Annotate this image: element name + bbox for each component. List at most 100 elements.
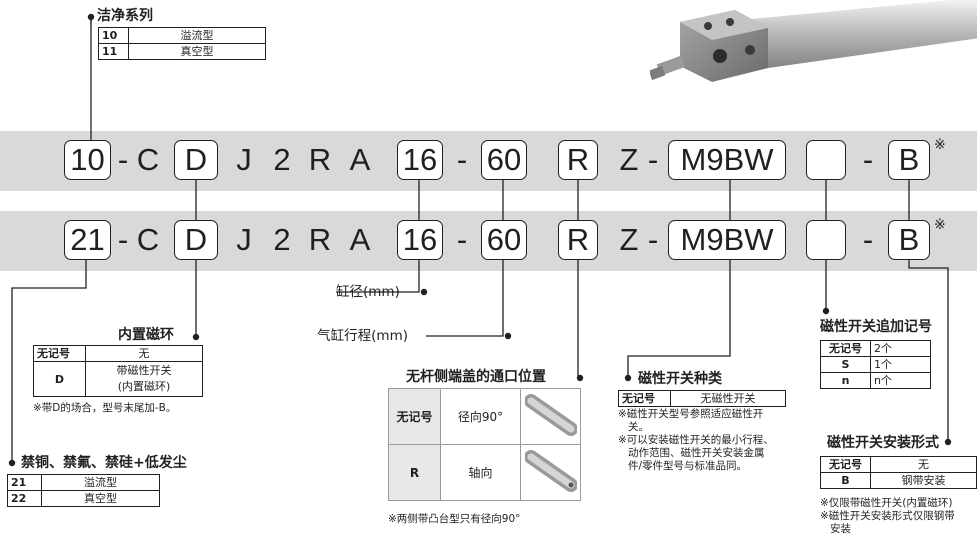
table-row: 11 真空型 xyxy=(98,43,266,60)
table-row: 无记号 无 xyxy=(33,345,203,362)
note-mark: ※ xyxy=(934,137,946,153)
desc-cell: 真空型 xyxy=(128,43,266,60)
desc-cell: 2个 xyxy=(870,340,931,357)
code-cell: 无记号 xyxy=(33,345,86,362)
mount-code-box: B xyxy=(888,220,930,260)
bore-size-box: 16 xyxy=(397,140,443,180)
note-mark: ※ xyxy=(934,217,946,233)
code-cell: D xyxy=(33,361,86,397)
stroke-box: 60 xyxy=(481,220,527,260)
note-line: 件/零件型号与标准品同。 xyxy=(628,460,748,472)
magnet-note: ※带D的场合，型号末尾加-B。 xyxy=(33,402,177,414)
note-line: ※磁性开关型号参照适应磁性开 xyxy=(618,408,764,420)
series-letter-c: C xyxy=(136,222,160,257)
desc-line: (内置磁环) xyxy=(117,380,171,393)
switch-count-table: 无记号 2个 S 1个 n n个 xyxy=(820,340,931,389)
switch-type-table: 无记号 无磁性开关 xyxy=(618,390,786,407)
table-row: 无记号 2个 xyxy=(820,340,931,357)
series-letter-a: A xyxy=(349,142,371,177)
port-position-note: ※两侧带凸台型只有径向90° xyxy=(388,513,521,525)
dash: - xyxy=(647,142,659,177)
bore-label: 缸径(mm) xyxy=(336,284,400,300)
note-line: 动作范围、磁性开关安装金属 xyxy=(628,447,765,459)
desc-cell: 1个 xyxy=(870,356,931,373)
code-cell: n xyxy=(820,372,871,389)
note-line: ※磁性开关安装形式仅限钢带 xyxy=(820,510,955,522)
dash: - xyxy=(117,142,129,177)
code-cell: 11 xyxy=(98,43,129,60)
series-letter-r: R xyxy=(308,142,332,177)
port-position-box: R xyxy=(558,140,598,180)
desc-cell: 带磁性开关 (内置磁环) xyxy=(85,361,203,397)
code-cell: 无记号 xyxy=(388,388,441,445)
desc-cell: n个 xyxy=(870,372,931,389)
desc-cell: 轴向 xyxy=(440,444,521,501)
series-letter-r: R xyxy=(308,222,332,257)
prohibited-code-box: 21 xyxy=(64,220,111,260)
desc-cell: 无 xyxy=(870,456,977,473)
magnet-table: 无记号 无 D 带磁性开关 (内置磁环) xyxy=(33,345,203,397)
table-row: n n个 xyxy=(820,372,931,389)
table-row: B 钢带安装 xyxy=(820,472,977,489)
prohibited-table: 21 溢流型 22 真空型 xyxy=(7,474,160,507)
dash: - xyxy=(117,222,129,257)
note-line: ※可以安装磁性开关的最小行程、 xyxy=(618,434,774,446)
dash: - xyxy=(456,222,468,257)
note-line: 关。 xyxy=(628,421,649,433)
code-cell: 无记号 xyxy=(618,390,671,407)
desc-cell: 无 xyxy=(85,345,203,362)
series-letter-c: C xyxy=(136,142,160,177)
switch-type-box: M9BW xyxy=(668,140,786,180)
table-row: 无记号 无 xyxy=(820,456,977,473)
series-letter-z: Z xyxy=(619,142,639,177)
desc-cell: 无磁性开关 xyxy=(670,390,786,407)
switch-count-title: 磁性开关追加记号 xyxy=(820,319,932,335)
series-letter-z: Z xyxy=(619,222,639,257)
code-cell: B xyxy=(820,472,871,489)
switch-type-notes: ※磁性开关型号参照适应磁性开 关。 ※可以安装磁性开关的最小行程、 动作范围、磁… xyxy=(618,408,798,473)
mount-title: 磁性开关安装形式 xyxy=(827,435,939,451)
switch-type-title: 磁性开关种类 xyxy=(638,371,722,387)
desc-cell: 溢流型 xyxy=(128,27,266,44)
magnet-code-box: D xyxy=(174,220,218,260)
code-cell: R xyxy=(388,444,441,501)
code-cell: 10 xyxy=(98,27,129,44)
series-digit-2: 2 xyxy=(273,222,291,257)
port-position-table: 无记号 径向90° R 轴向 xyxy=(388,388,581,501)
axial-port-image xyxy=(520,444,581,501)
code-cell: 无记号 xyxy=(820,340,871,357)
switch-count-box xyxy=(806,220,846,260)
code-cell: S xyxy=(820,356,871,373)
dash: - xyxy=(647,222,659,257)
radial-port-image xyxy=(520,388,581,445)
mount-notes: ※仅限带磁性开关(内置磁环) ※磁性开关安装形式仅限钢带 安装 xyxy=(820,497,977,534)
clean-series-code-box: 10 xyxy=(64,140,111,180)
clean-series-table: 10 溢流型 11 真空型 xyxy=(98,27,266,60)
series-letter-j: J xyxy=(236,222,252,257)
dash: - xyxy=(862,142,874,177)
mount-table: 无记号 无 B 钢带安装 xyxy=(820,456,977,489)
desc-cell: 钢带安装 xyxy=(870,472,977,489)
table-row: 10 溢流型 xyxy=(98,27,266,44)
magnet-title: 内置磁环 xyxy=(118,327,174,343)
series-digit-2: 2 xyxy=(273,142,291,177)
note-line: ※仅限带磁性开关(内置磁环) xyxy=(820,497,953,509)
port-position-box: R xyxy=(558,220,598,260)
prohibited-title: 禁铜、禁氟、禁硅+低发尘 xyxy=(21,455,187,471)
magnet-code-box: D xyxy=(174,140,218,180)
switch-type-box: M9BW xyxy=(668,220,786,260)
series-letter-j: J xyxy=(236,142,252,177)
code-cell: 无记号 xyxy=(820,456,871,473)
table-row: D 带磁性开关 (内置磁环) xyxy=(33,361,203,397)
code-cell: 22 xyxy=(7,490,42,507)
note-line: 安装 xyxy=(830,523,851,534)
table-row: R 轴向 xyxy=(388,444,581,501)
table-row: 无记号 径向90° xyxy=(388,388,581,445)
desc-cell: 真空型 xyxy=(41,490,160,507)
desc-cell: 溢流型 xyxy=(41,474,160,491)
switch-count-box xyxy=(806,140,846,180)
cylinder-product-image xyxy=(650,0,977,82)
series-letter-a: A xyxy=(349,222,371,257)
stroke-label: 气缸行程(mm) xyxy=(317,328,408,344)
